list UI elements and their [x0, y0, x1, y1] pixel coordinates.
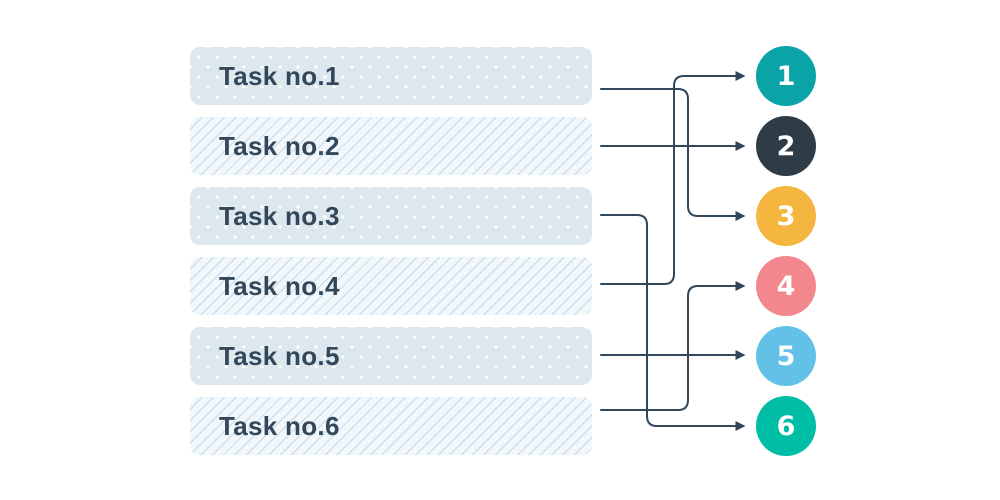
task-label: Task no.4	[219, 270, 340, 301]
connector-task1-to-step3	[600, 88, 746, 221]
task-box-6: Task no.6	[190, 397, 592, 455]
task-box-1: Task no.1	[190, 47, 592, 105]
task-label: Task no.1	[219, 60, 340, 91]
badge-number: 1	[776, 60, 796, 92]
connector-task4-to-step1	[600, 71, 746, 285]
badge-number: 3	[776, 200, 796, 232]
task-box-3: Task no.3	[190, 187, 592, 245]
badge-number: 4	[776, 270, 796, 302]
connector-group	[600, 71, 746, 431]
step-badge-5: 5	[756, 326, 816, 386]
task-label: Task no.6	[219, 410, 340, 441]
step-badge-2: 2	[756, 116, 816, 176]
task-label: Task no.2	[219, 130, 340, 161]
step-badge-3: 3	[756, 186, 816, 246]
connector-task6-to-step4	[600, 281, 746, 411]
task-label: Task no.3	[219, 200, 340, 231]
task-box-4: Task no.4	[190, 257, 592, 315]
badge-number: 2	[776, 130, 796, 162]
task-box-2: Task no.2	[190, 117, 592, 175]
step-badge-6: 6	[756, 396, 816, 456]
task-label: Task no.5	[219, 340, 340, 371]
badge-number: 5	[776, 340, 796, 372]
step-badge-4: 4	[756, 256, 816, 316]
step-badge-1: 1	[756, 46, 816, 106]
badge-number: 6	[776, 410, 796, 442]
task-box-5: Task no.5	[190, 327, 592, 385]
connector-task3-to-step6	[600, 214, 746, 431]
